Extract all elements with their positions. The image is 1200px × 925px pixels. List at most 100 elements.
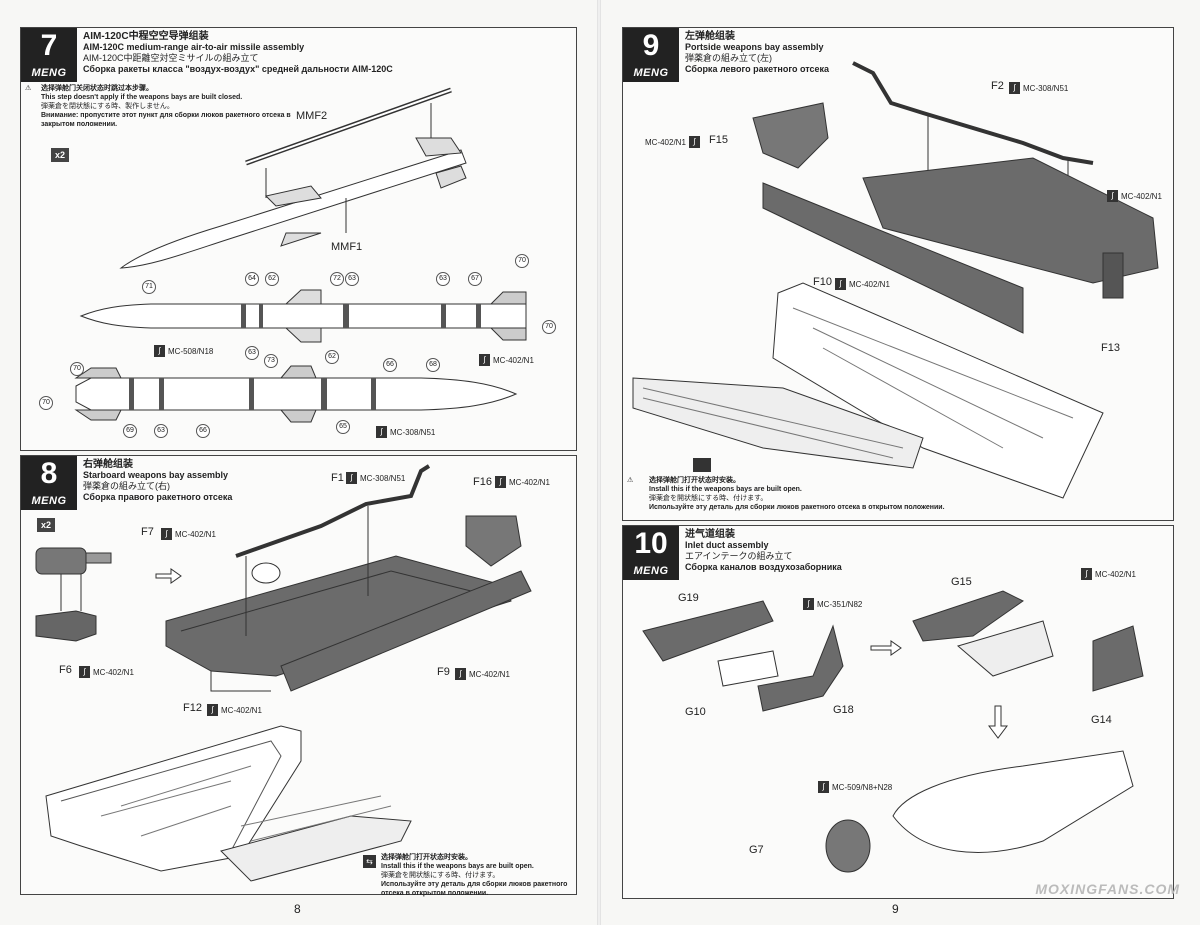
inlet-duct-drawing: [642, 590, 1144, 873]
part-f15-label: F15: [709, 134, 728, 146]
paint-callout: ∫MC-402/N1: [1107, 190, 1162, 202]
paint-brush-icon: ∫: [376, 426, 387, 438]
warning-icon: ⚠: [25, 85, 32, 92]
step-10-panel: 10 MENG 进气道组装 Inlet duct assembly エアインテー…: [622, 525, 1174, 899]
part-f13-label: F13: [1101, 342, 1120, 354]
paint-callout: ∫MC-402/N1: [161, 528, 216, 540]
bay-open-icon: [693, 458, 711, 472]
decal-callout: 72: [330, 272, 344, 286]
note-cn: 选择弹舱门打开状态时安装。: [381, 854, 472, 861]
part-f9-drawing: [280, 570, 532, 692]
brand-logo: MENG: [31, 67, 67, 79]
paint-code: MC-351/N82: [817, 599, 863, 609]
side-view-missile-bottom: [74, 365, 518, 423]
paint-code: MC-402/N1: [221, 705, 262, 715]
part-f7-drawing: [35, 547, 112, 575]
paint-brush-icon: ∫: [688, 136, 700, 148]
decal-callout: 63: [436, 272, 450, 286]
part-f10-label: F10: [813, 276, 832, 288]
title-en: AIM-120C medium-range air-to-air missile…: [83, 42, 305, 52]
step-titles: 左弹舱组装 Portside weapons bay assembly 弾薬倉の…: [685, 31, 829, 75]
paint-callout: ∫MC-402/N1: [495, 476, 550, 488]
decal-callout: 63: [245, 346, 259, 360]
decal-callout: 63: [154, 424, 168, 438]
part-f16-drawing: [465, 515, 522, 567]
paint-code: MC-508/N18: [168, 346, 214, 356]
mmf1-missile: [119, 103, 467, 269]
step-titles: 右弹舱组装 Starboard weapons bay assembly 弾薬倉…: [83, 459, 232, 503]
title-jp: 弾薬倉の組み立て(左): [685, 53, 772, 63]
paint-brush-icon: ∫: [835, 278, 846, 290]
note-en: This step doesn't apply if the weapons b…: [41, 94, 243, 101]
decal-callout: 69: [123, 424, 137, 438]
paint-brush-icon: ∫: [207, 704, 218, 716]
part-g10-drawing: [717, 650, 779, 687]
decal-callout: 63: [345, 272, 359, 286]
title-jp: エアインテークの組み立て: [685, 551, 793, 561]
paint-callout: ∫MC-308/N51: [346, 472, 405, 484]
decal-callout: 65: [336, 420, 350, 434]
assembly-arrow-icon: [155, 568, 182, 584]
part-f9-label: F9: [437, 666, 450, 678]
mmf2-rail: [245, 87, 452, 166]
note-cn: 选择弹舱门关闭状态时跳过本步骤。: [41, 85, 153, 92]
decal-callout: 62: [265, 272, 279, 286]
paint-code: MC-308/N51: [360, 473, 406, 483]
part-f7-label: F7: [141, 526, 154, 538]
paint-brush-icon: ∫: [1107, 190, 1118, 202]
part-f12-label: F12: [183, 702, 202, 714]
paint-callout: ∫MC-308/N51: [376, 426, 435, 438]
decal-callout: 70: [39, 396, 53, 410]
paint-code: MC-402/N1: [93, 667, 134, 677]
part-f16-label: F16: [473, 476, 492, 488]
paint-callout: ∫MC-402/N1: [479, 354, 534, 366]
part-g19-drawing: [642, 600, 774, 662]
decal-callout: 70: [542, 320, 556, 334]
step-note: ⚠ 选择弹舱门打开状态时安装。 Install this if the weap…: [627, 476, 1027, 512]
paint-callout: ∫MC-402/N1: [835, 278, 890, 290]
part-f1-drawing: [235, 464, 431, 636]
step-number: 8: [40, 457, 58, 490]
down-arrow-icon: [988, 705, 1008, 739]
part-g15-drawing: [912, 590, 1024, 642]
paint-code: MC-402/N1: [645, 137, 686, 147]
watermark-logo: MOXINGFANS.COM: [1035, 881, 1180, 897]
part-g19-label: G19: [678, 592, 699, 604]
note-ru: Внимание: пропустите этот пункт для сбор…: [41, 112, 291, 128]
assembly-arrow-icon: [870, 640, 902, 656]
assembled-section-drawing: [45, 725, 412, 882]
part-g14-label: G14: [1091, 714, 1112, 726]
title-ru: Сборка левого ракетного отсека: [685, 64, 830, 74]
part-g18-label: G18: [833, 704, 854, 716]
part-g18-drawing: [757, 624, 844, 712]
paint-callout: ∫MC-402/N1: [455, 668, 510, 680]
note-en: Install this if the weapons bays are bui…: [649, 486, 802, 493]
title-jp: 弾薬倉の組み立て(右): [83, 481, 170, 491]
paint-brush-icon: ∫: [495, 476, 506, 488]
part-mmf1-label: MMF1: [331, 241, 363, 253]
step-badge: 9 MENG: [623, 28, 679, 82]
decal-callout: 73: [264, 354, 278, 368]
brand-logo: MENG: [633, 67, 669, 79]
paint-callout: ∫MC-402/N1: [79, 666, 134, 678]
brand-logo: MENG: [633, 565, 669, 577]
step-note: ⇆ 选择弹舱门打开状态时安装。 Install this if the weap…: [363, 853, 573, 898]
step-number: 7: [40, 29, 58, 62]
decal-callout: 62: [325, 350, 339, 364]
decal-callout: 71: [142, 280, 156, 294]
bay-open-icon: ⇆: [363, 855, 376, 868]
step-7-panel: 7 MENG AIM-120C中程空空导弹组装 AIM-120C medium-…: [20, 27, 577, 451]
paint-brush-icon: ∫: [1081, 568, 1092, 580]
step-number: 9: [642, 29, 660, 62]
title-en: Starboard weapons bay assembly: [83, 470, 229, 480]
paint-brush-icon: ∫: [455, 668, 466, 680]
paint-brush-icon: ∫: [479, 354, 490, 366]
decal-callout: 70: [70, 362, 84, 376]
starboard-bay-drawing: [35, 464, 532, 882]
part-g7-drawing: [825, 819, 871, 873]
title-ru: Сборка ракеты класса "воздух-воздух" сре…: [83, 64, 393, 74]
step-titles: AIM-120C中程空空导弹组装 AIM-120C medium-range a…: [83, 31, 393, 75]
paint-code: MC-402/N1: [493, 355, 534, 365]
note-ru: Используйте эту деталь для сборки люков …: [649, 504, 945, 511]
step-badge: 7 MENG: [21, 28, 77, 82]
